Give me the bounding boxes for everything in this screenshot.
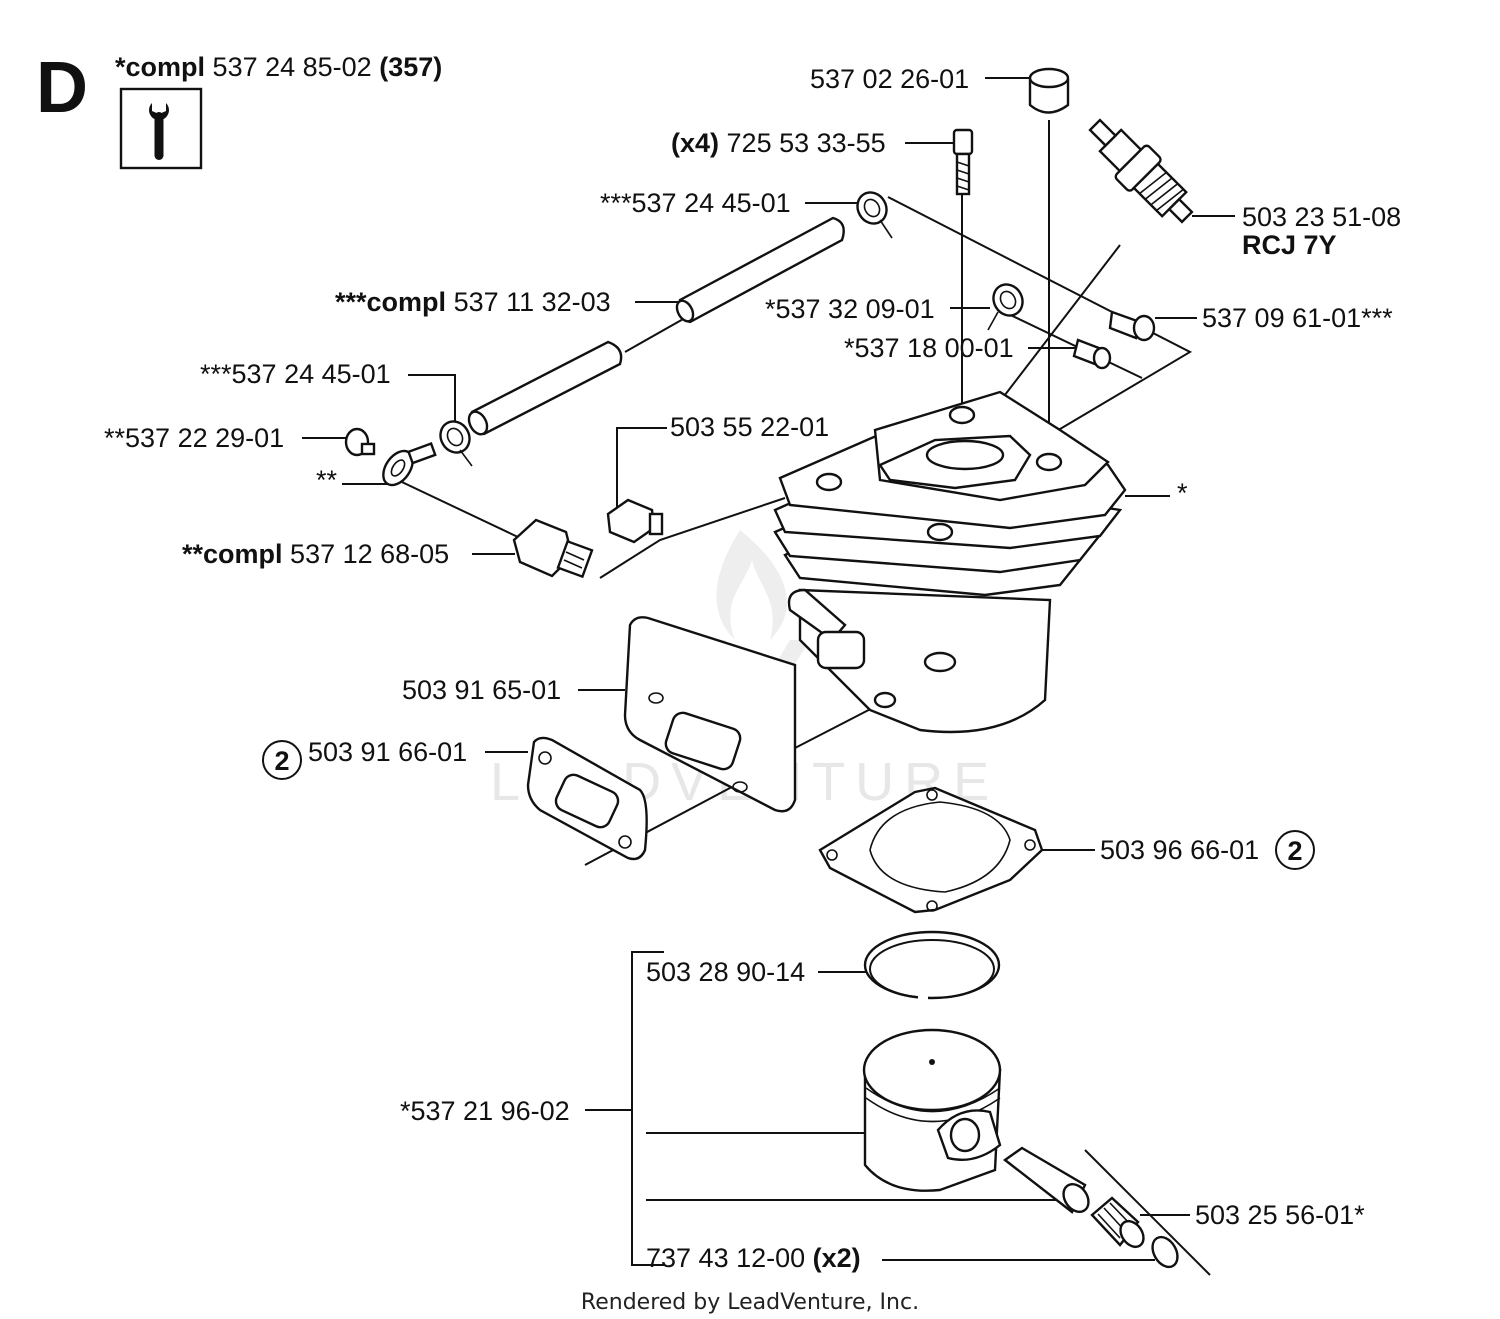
- cylinder: [773, 390, 1127, 734]
- label-base-gasket: 503 96 66-01: [1100, 835, 1259, 865]
- wrench-icon: [119, 87, 203, 170]
- svg-text:2: 2: [1287, 836, 1302, 866]
- label-hose-clamp-mid: *537 32 09-01: [765, 294, 935, 324]
- label-piston-ring: 503 28 90-14: [646, 957, 805, 987]
- base-gasket: [818, 786, 1044, 914]
- heat-shield: [623, 616, 797, 813]
- piston-ring: [863, 930, 1001, 1004]
- header-prefix: *compl: [115, 52, 205, 82]
- hose-clamp-top: [856, 191, 893, 239]
- label-spark-plug-type: RCJ 7Y: [1242, 230, 1337, 260]
- circlip: [1151, 1235, 1179, 1269]
- label-cylinder: *: [1177, 478, 1188, 508]
- small-plug: [344, 427, 376, 457]
- header-part: 537 24 85-02: [213, 52, 372, 82]
- plug-cap: [1028, 67, 1070, 114]
- exhaust-gasket: [526, 736, 648, 861]
- label-plug-cap: 537 02 26-01: [810, 64, 969, 94]
- label-fitting-right: 537 09 61-01***: [1202, 303, 1393, 333]
- label-cylinder-bolt: (x4) 725 53 33-55: [671, 128, 886, 158]
- label-piston-kit: *537 21 96-02: [400, 1096, 570, 1126]
- hose-clamp-mid: [987, 283, 1024, 331]
- hose-clamp-left: [439, 420, 473, 467]
- qty-badge-exhaust-gasket: 2: [262, 740, 302, 780]
- fitting-right: [1108, 310, 1156, 342]
- washer: [382, 442, 437, 487]
- decompression-valve: [606, 498, 664, 544]
- fuel-tube-upper: [675, 216, 845, 324]
- label-small-hose: *537 18 00-01: [844, 333, 1014, 363]
- label-hose-clamp-top: ***537 24 45-01: [600, 188, 791, 218]
- qty-badge-base-gasket: 2: [1275, 830, 1315, 870]
- label-heat-shield: 503 91 65-01: [402, 675, 561, 705]
- label-small-plug: **537 22 29-01: [104, 423, 284, 453]
- fuel-tube-lower: [467, 340, 623, 436]
- piston: [862, 1028, 1002, 1192]
- label-fuel-tube-upper: ***compl 537 11 32-03: [335, 287, 611, 317]
- cylinder-bolt: [952, 128, 974, 196]
- label-washer: **: [316, 465, 338, 495]
- section-letter: D: [36, 48, 88, 128]
- label-impulse-nipple: **compl 537 12 68-05: [182, 539, 449, 569]
- label-needle-bearing: 503 25 56-01*: [1195, 1200, 1365, 1230]
- spark-plug: [1088, 118, 1194, 224]
- label-hose-clamp-left: ***537 24 45-01: [200, 359, 391, 389]
- label-spark-plug: 503 23 51-08: [1242, 202, 1401, 232]
- needle-bearing: [1090, 1196, 1145, 1249]
- svg-text:2: 2: [274, 746, 289, 776]
- label-circlip: 737 43 12-00 (x2): [646, 1243, 861, 1273]
- header-label: *compl 537 24 85-02 (357): [115, 52, 442, 82]
- label-exhaust-gasket: 503 91 66-01: [308, 737, 467, 767]
- impulse-nipple: [512, 518, 594, 579]
- small-hose: [1072, 338, 1112, 370]
- label-decompression-valve: 503 55 22-01: [670, 412, 829, 442]
- header-suffix: (357): [379, 52, 442, 82]
- piston-pin: [1002, 1146, 1090, 1214]
- footer-credit: Rendered by LeadVenture, Inc.: [581, 1290, 919, 1315]
- leader-lines: [302, 77, 1235, 1276]
